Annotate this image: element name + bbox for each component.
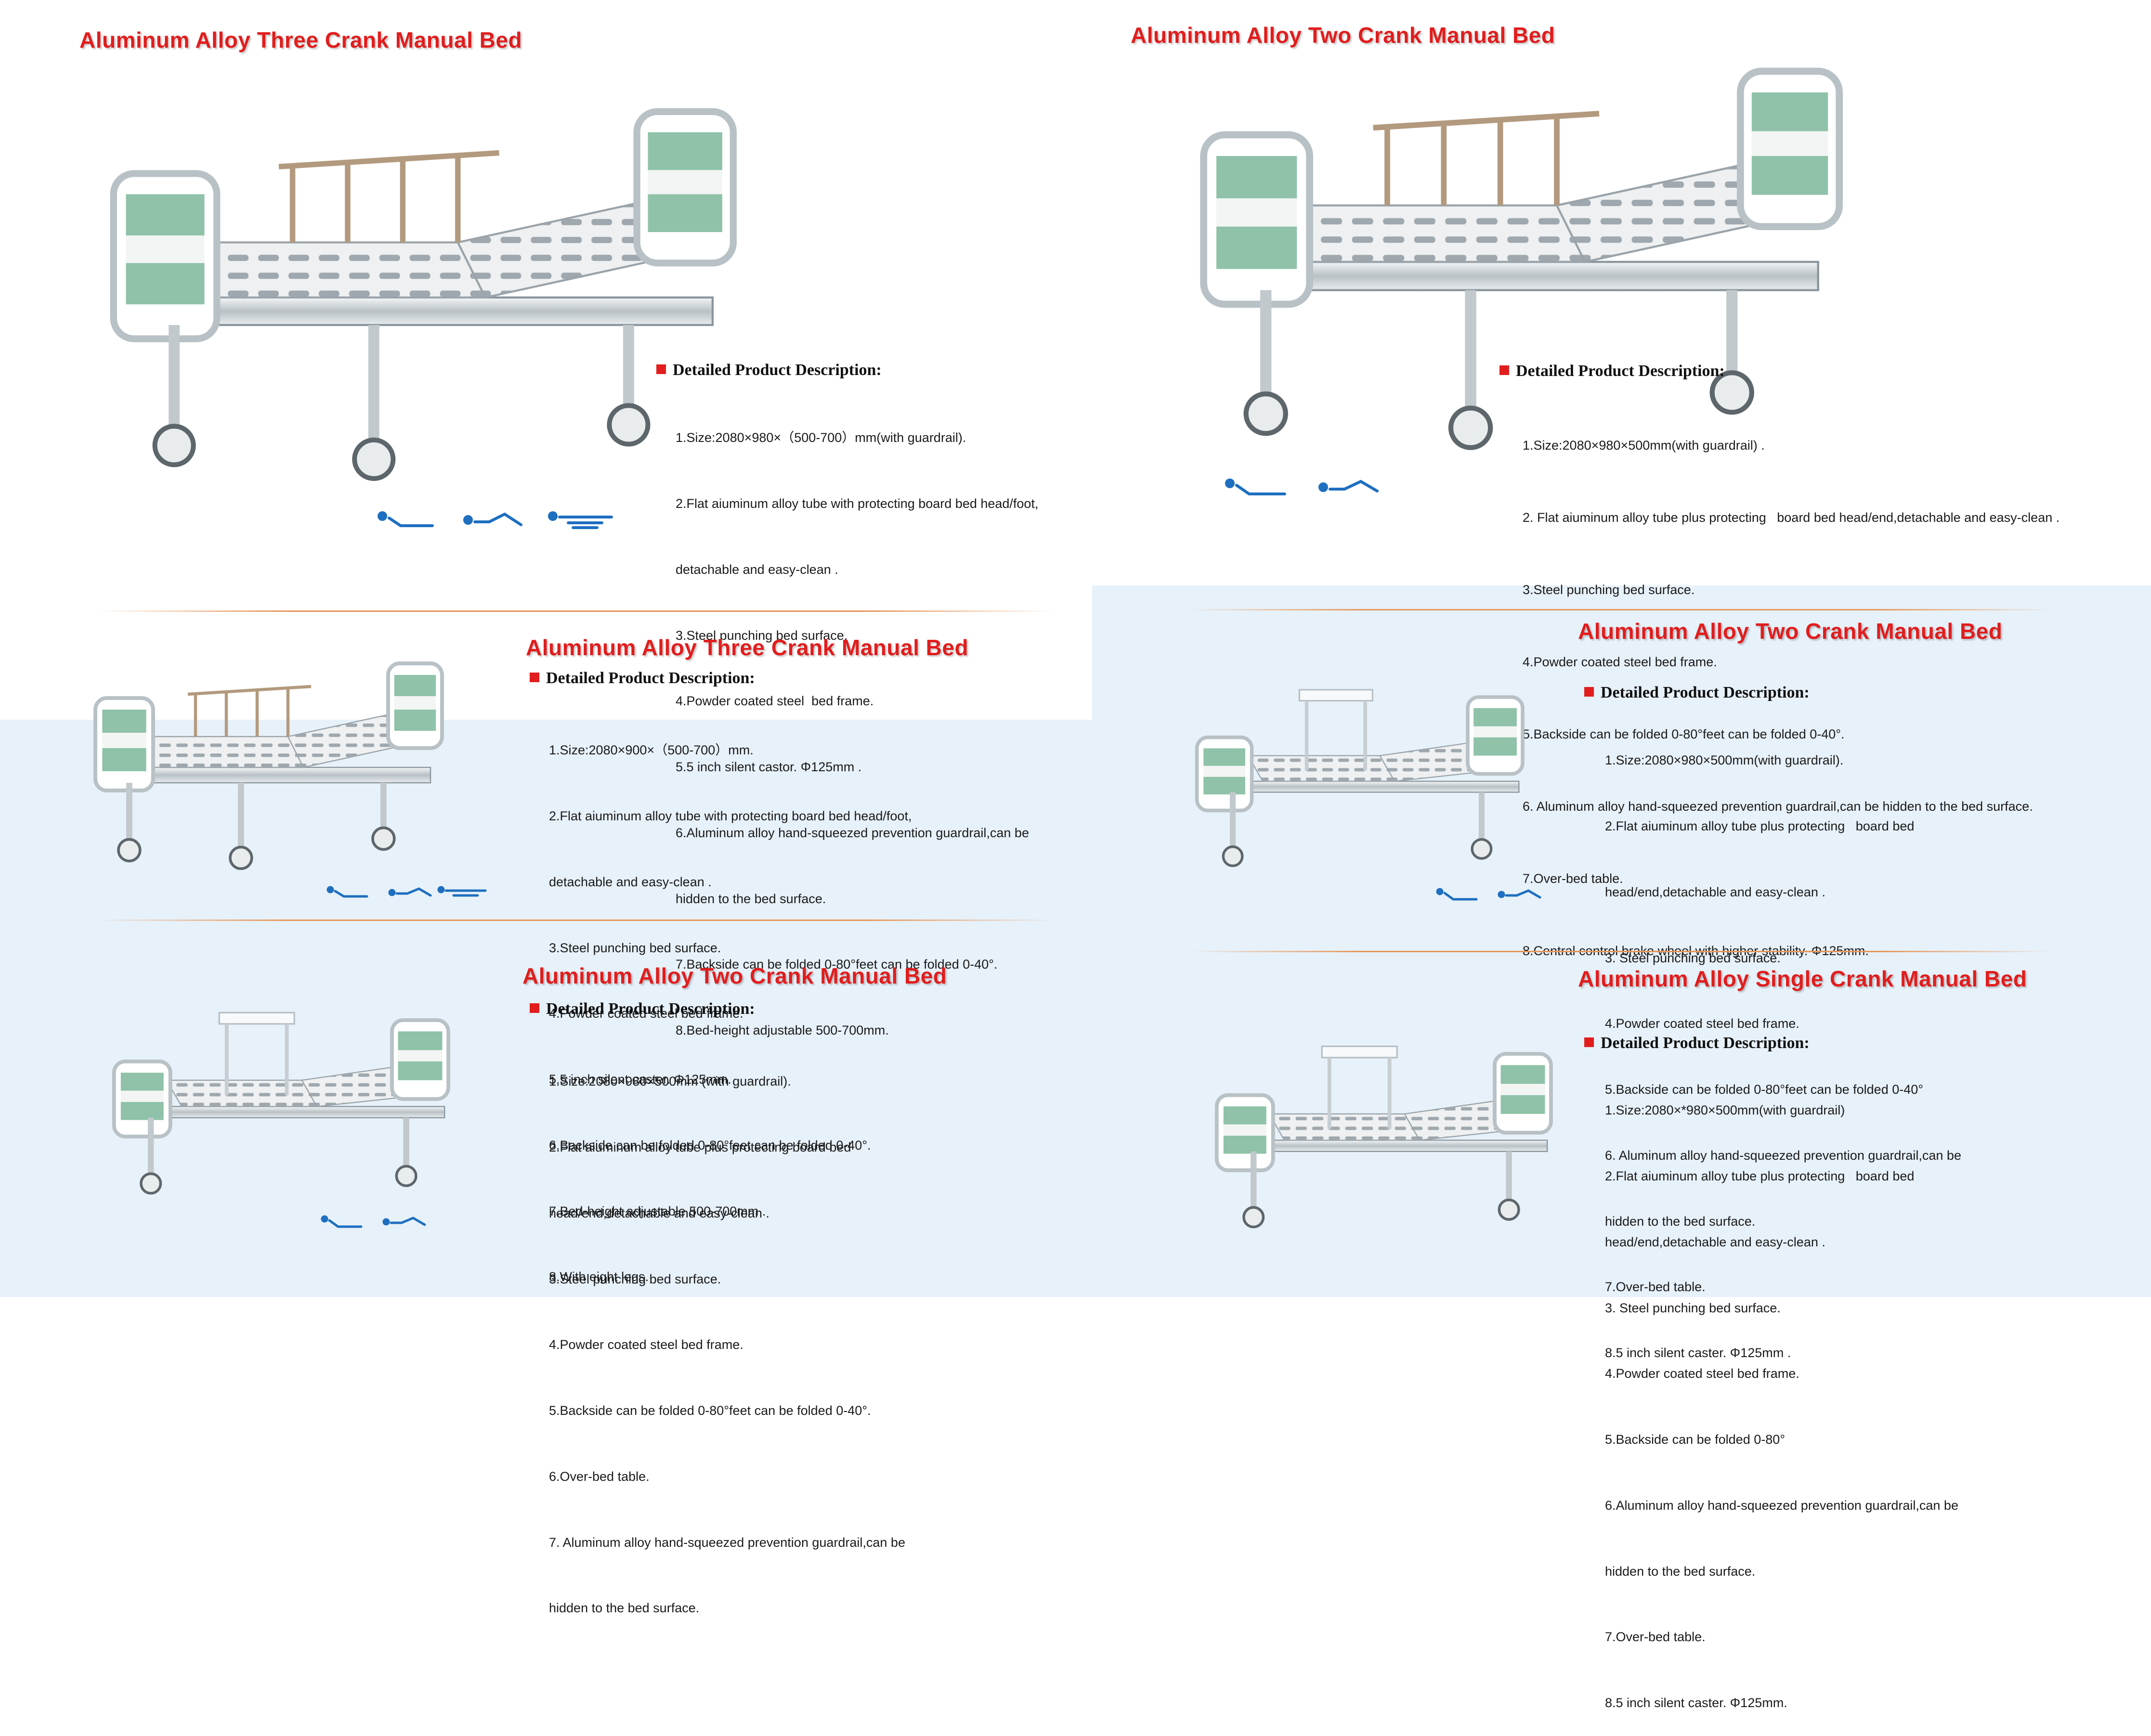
section6-title: Aluminum Alloy Single Crank Manual Bed: [1578, 966, 2027, 991]
desc-line: 1.Size:2080×980×500mm (with guardrail).: [549, 1074, 791, 1089]
section6-description-list: 1.Size:2080×*980×500mm(with guardrail) 2…: [1605, 1056, 1958, 1736]
desc-line: 8.5 inch silent caster. Φ125mm.: [1605, 1696, 1787, 1710]
desc-line: 2.Flat aiuminum alloy tube plus protecti…: [1605, 818, 1915, 833]
section3-bed-image: [72, 640, 457, 871]
section4-heading-text: Detailed Product Description:: [1601, 684, 1810, 701]
divider: [96, 920, 1055, 921]
desc-line: 2.Flat aiuminum alloy tube with protecti…: [676, 496, 1039, 511]
desc-line: 7.Bed-height adjustable 500-700mm .: [549, 1204, 766, 1218]
section4-heading: Detailed Product Description:: [1584, 684, 1810, 702]
section1-title: Aluminum Alloy Three Crank Manual Bed: [79, 27, 522, 52]
desc-line: 1.Size:2080×900×（500-700）mm.: [549, 743, 754, 758]
desc-line: detachable and easy-clean .: [676, 562, 838, 577]
section1-description-list: 1.Size:2080×980×（500-700）mm(with guardra…: [676, 383, 1038, 1063]
divider: [1189, 609, 2051, 610]
desc-line: head/end,detachable and easy-clean .: [1605, 1234, 1825, 1249]
desc-line: 4.Powder coated steel bed frame.: [1523, 655, 1717, 669]
red-square-bullet: [530, 1003, 539, 1013]
section4-position-icons: [1436, 888, 1541, 901]
section1-bed-image: [72, 67, 761, 486]
desc-line: 3.Steel punching bed surface.: [676, 628, 848, 643]
desc-line: 6.Over-bed table.: [549, 1469, 650, 1484]
section5-title: Aluminum Alloy Two Crank Manual Bed: [522, 963, 947, 988]
desc-line: 5.5 inch silent caster. Φ125mm.: [549, 1072, 731, 1087]
desc-line: 4.Powder coated steel bed frame.: [549, 1337, 743, 1352]
desc-line: 7.Backside can be folded 0-80°feet can b…: [676, 957, 998, 972]
red-square-bullet: [1584, 687, 1594, 697]
section1-position-icons: [378, 511, 613, 529]
red-square-bullet: [1584, 1037, 1594, 1047]
section5-position-icons: [321, 1215, 426, 1228]
desc-line: 5.Backside can be folded 0-80°feet can b…: [1605, 1082, 1924, 1097]
desc-line: 7. Aluminum alloy hand-squeezed preventi…: [549, 1535, 905, 1550]
lower-right-background: [1092, 585, 2151, 1297]
desc-line: 4.Powder coated steel bed frame.: [676, 694, 874, 709]
desc-line: head/end,detachable and easy-clean .: [1605, 884, 1825, 899]
desc-line: 1.Size:2080×980×（500-700）mm(with guardra…: [676, 430, 966, 445]
divider: [96, 610, 1055, 612]
desc-line: 1.Size:2080×*980×500mm(with guardrail): [1605, 1103, 1845, 1118]
section3-description-list: 1.Size:2080×900×（500-700）mm. 2.Flat aium…: [549, 696, 912, 1310]
desc-line: 4.Powder coated steel bed frame.: [549, 1006, 743, 1021]
desc-line: 1.Size:2080×980×500mm(with guardrail).: [1605, 753, 1844, 768]
desc-line: 6.Aluminum alloy hand-squeezed preventio…: [676, 825, 1029, 840]
desc-line: 5.Backside can be folded 0-80°feet can b…: [549, 1403, 871, 1418]
desc-line: 3.Steel punching bed surface.: [1523, 583, 1695, 597]
section2-heading-text: Detailed Product Description:: [1516, 362, 1725, 380]
desc-line: hidden to the bed surface.: [676, 891, 826, 906]
desc-line: 4.Powder coated steel bed frame.: [1605, 1366, 1799, 1381]
desc-line: 1.Size:2080×980×500mm(with guardrail) .: [1523, 438, 1765, 453]
desc-line: 3.Steel punching bed surface.: [549, 940, 721, 955]
desc-line: 5.5 inch silent castor. Φ125mm .: [676, 760, 862, 775]
desc-line: 6. Aluminum alloy hand-squeezed preventi…: [1605, 1148, 1961, 1163]
red-square-bullet: [530, 673, 539, 682]
divider: [1189, 951, 2051, 952]
desc-line: detachable and easy-clean .: [549, 874, 712, 889]
desc-line: 8.Bed-height adjustable 500-700mm.: [676, 1023, 889, 1038]
desc-line: 3. Steel punching bed surface.: [1605, 1300, 1781, 1315]
desc-line: 6.Aluminum alloy hand-squeezed preventio…: [1605, 1498, 1958, 1513]
section6-heading-text: Detailed Product Description:: [1601, 1034, 1810, 1052]
section5-heading: Detailed Product Description:: [530, 1000, 755, 1018]
section6-bed-image: [1194, 1016, 1570, 1242]
desc-line: 5.Backside can be folded 0-80°: [1605, 1432, 1786, 1447]
section2-position-icons: [1225, 479, 1379, 495]
desc-line: 8.With eight legs.: [549, 1270, 649, 1284]
section3-heading: Detailed Product Description:: [530, 669, 755, 687]
section5-heading-text: Detailed Product Description:: [546, 1000, 755, 1018]
lower-left-background: [0, 720, 1092, 1297]
desc-line: 5.Backside can be folded 0-80°feet can b…: [1523, 727, 1845, 741]
section3-heading-text: Detailed Product Description:: [546, 669, 755, 687]
section4-title: Aluminum Alloy Two Crank Manual Bed: [1578, 619, 2003, 644]
desc-line: 7.Over-bed table.: [1605, 1630, 1706, 1645]
desc-line: head/end,detachable and easy-clean .: [549, 1205, 769, 1220]
section6-heading: Detailed Product Description:: [1584, 1034, 1810, 1052]
desc-line: hidden to the bed surface.: [549, 1601, 700, 1616]
desc-line: 3. Steel punching bed surface.: [1605, 950, 1781, 965]
desc-line: 7.Over-bed table.: [1605, 1280, 1706, 1295]
desc-line: 4.Powder coated steel bed frame.: [1605, 1016, 1799, 1031]
desc-line: hidden to the bed surface.: [1605, 1564, 1756, 1579]
section5-bed-image: [91, 982, 467, 1208]
desc-line: 6.Backside can be folded 0-80°feet can b…: [549, 1138, 871, 1153]
desc-line: 3.Steel punching bed surface.: [549, 1271, 721, 1286]
section3-position-icons: [326, 886, 487, 898]
desc-line: 6. Aluminum alloy hand-squeezed preventi…: [1523, 799, 2033, 814]
section2-heading: Detailed Product Description:: [1499, 362, 1725, 380]
desc-line: 2.Flat aiuminum alloy tube with protecti…: [549, 808, 912, 823]
section1-heading: Detailed Product Description:: [656, 361, 882, 379]
section5-description-list: 1.Size:2080×980×500mm (with guardrail). …: [549, 1027, 905, 1642]
desc-line: 2. Flat aiuminum alloy tube plus protect…: [1523, 510, 2060, 525]
desc-line: 2.Flat aiuminum alloy tube plus protecti…: [1605, 1168, 1915, 1183]
section2-title: Aluminum Alloy Two Crank Manual Bed: [1131, 23, 1555, 48]
section1-heading-text: Detailed Product Description:: [673, 361, 882, 379]
section3-title: Aluminum Alloy Three Crank Manual Bed: [526, 635, 969, 660]
section4-bed-image: [1175, 660, 1541, 881]
red-square-bullet: [1499, 365, 1509, 375]
red-square-bullet: [656, 364, 666, 374]
desc-line: 2.Flat aiuminum alloy tube plus protecti…: [549, 1140, 851, 1154]
desc-line: hidden to the bed surface.: [1605, 1214, 1756, 1229]
desc-line: 7.Over-bed table.: [1523, 871, 1623, 886]
